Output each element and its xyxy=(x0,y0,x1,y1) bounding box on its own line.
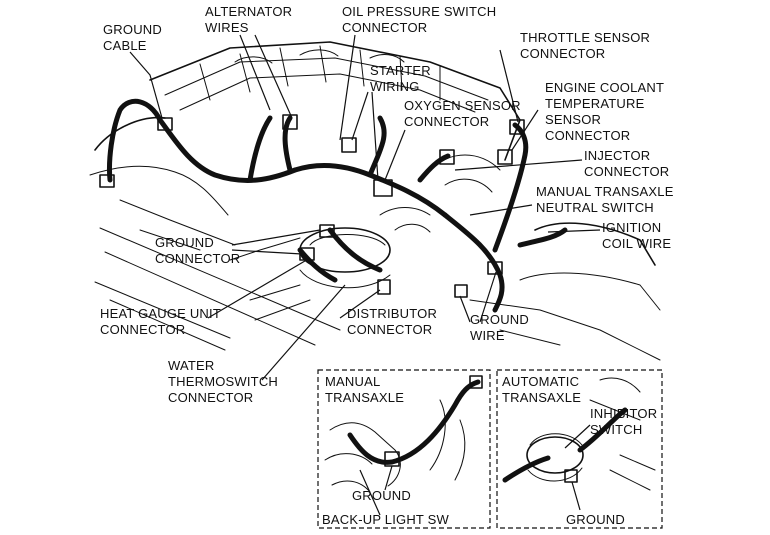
label-injector: INJECTOR CONNECTOR xyxy=(584,148,669,179)
inset-automatic-inhibitor-label: INHIBITOR SWITCH xyxy=(590,406,661,437)
label-water-thermoswitch: WATER THERMOSWITCH CONNECTOR xyxy=(168,358,282,405)
label-ignition-coil: IGNITION COIL WIRE xyxy=(602,220,671,251)
label-manual-transaxle-neutral: MANUAL TRANSAXLE NEUTRAL SWITCH xyxy=(536,184,677,215)
label-ground-wire: GROUND WIRE xyxy=(470,312,533,343)
inset-automatic-frame xyxy=(496,369,663,529)
leader-lines xyxy=(129,34,601,381)
inset-manual-title: MANUAL TRANSAXLE xyxy=(325,374,404,405)
label-starter-wiring: STARTER WIRING xyxy=(370,63,435,94)
inset-manual-transaxle: MANUAL TRANSAXLE GROUND BACK-UP LIGHT SW xyxy=(317,369,491,529)
inset-manual-backup-light-label: BACK-UP LIGHT SW xyxy=(322,512,449,527)
inset-manual-frame xyxy=(317,369,491,529)
inset-manual-ground-label: GROUND xyxy=(352,488,411,503)
label-ground-cable: GROUND CABLE xyxy=(103,22,166,53)
label-oil-pressure-switch: OIL PRESSURE SWITCH CONNECTOR xyxy=(342,4,500,35)
inset-automatic-transaxle: AUTOMATIC TRANSAXLE INHIBITOR SWITCH GRO… xyxy=(496,369,663,529)
label-ground-connector: GROUND CONNECTOR xyxy=(155,235,240,266)
label-oxygen-sensor: OXYGEN SENSOR CONNECTOR xyxy=(404,98,525,129)
label-distributor: DISTRIBUTOR CONNECTOR xyxy=(347,306,441,337)
inset-automatic-title: AUTOMATIC TRANSAXLE xyxy=(502,374,583,405)
label-alternator-wires: ALTERNATOR WIRES xyxy=(205,4,296,35)
wiring-harness xyxy=(99,98,568,313)
label-engine-coolant: ENGINE COOLANT TEMPERATURE SENSOR CONNEC… xyxy=(545,80,668,143)
callout-labels: GROUND CABLE ALTERNATOR WIRES OIL PRESSU… xyxy=(100,4,677,405)
label-heat-gauge: HEAT GAUGE UNIT CONNECTOR xyxy=(100,306,225,337)
inset-automatic-ground-label: GROUND xyxy=(566,512,625,527)
label-throttle-sensor: THROTTLE SENSOR CONNECTOR xyxy=(520,30,654,61)
